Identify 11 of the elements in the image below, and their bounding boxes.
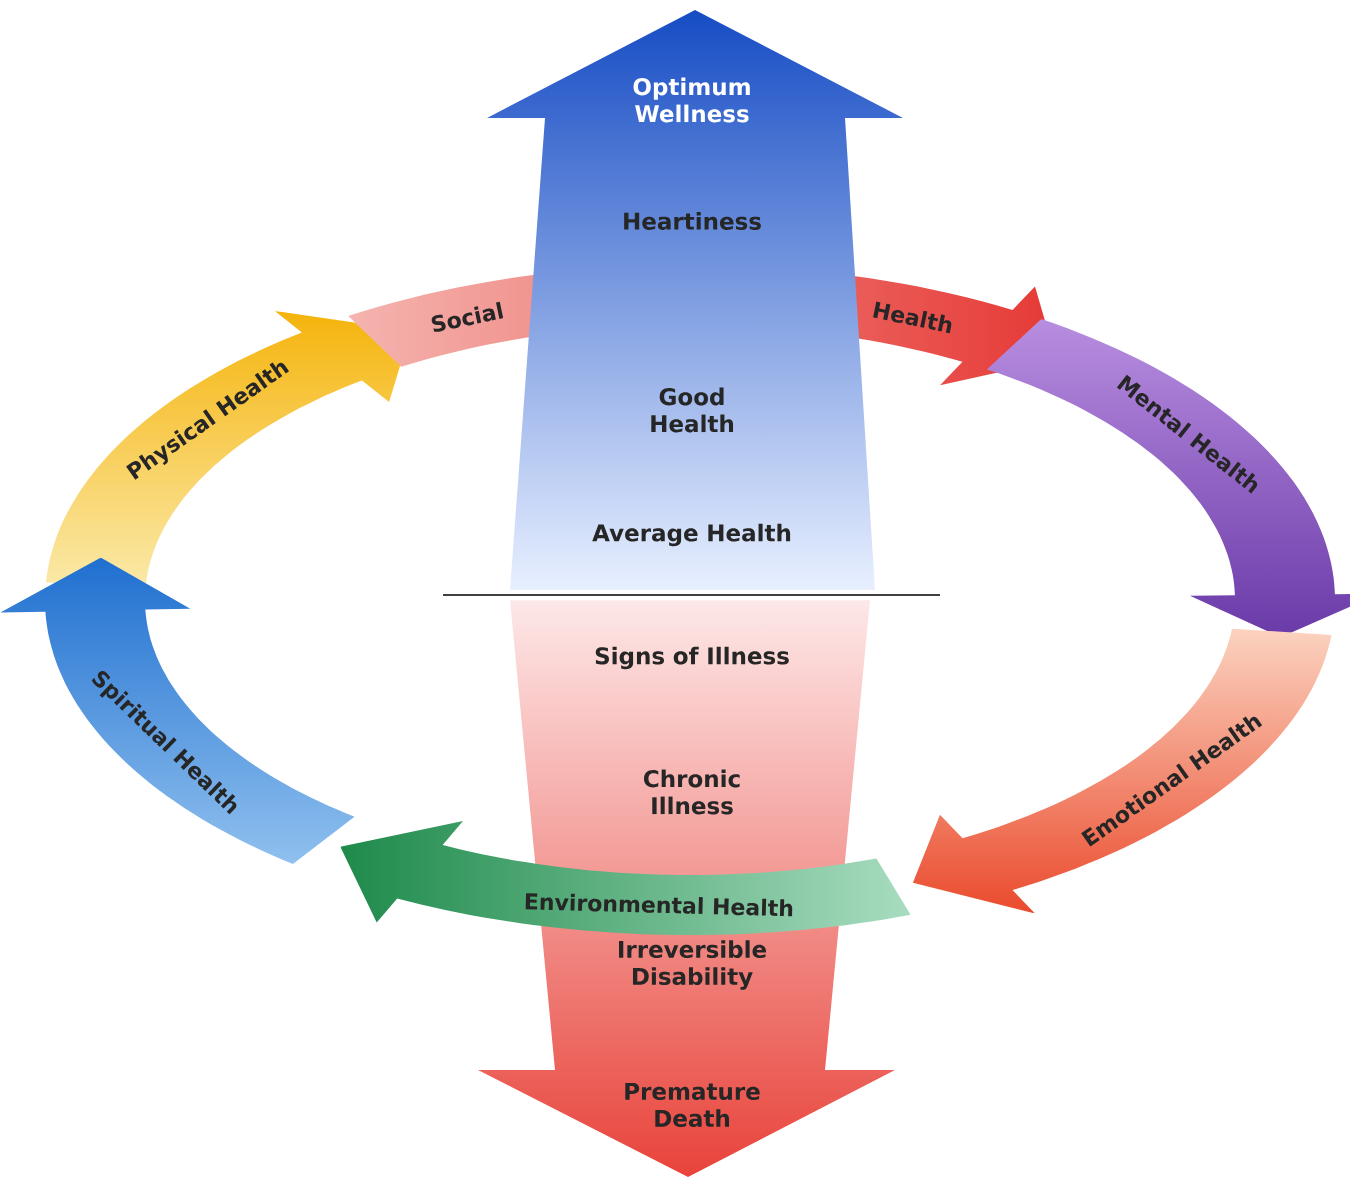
arrow-label: Chronic Illness	[644, 769, 740, 815]
arrow-label: Irreversible Disability	[618, 940, 767, 990]
arrow-label: Environmental Health	[525, 893, 793, 917]
arrow-label: Average Health	[592, 523, 791, 547]
arrow-label: Health	[873, 301, 952, 334]
arrow-label: Premature Death	[625, 1082, 760, 1128]
arrow-label: Good Health	[651, 387, 734, 433]
arrow-label: Optimum Wellness	[633, 77, 750, 123]
arrow-label: Heartiness	[624, 212, 761, 230]
arrow-label: Signs of Illness	[595, 646, 789, 670]
arrow-label: Social	[431, 301, 504, 332]
